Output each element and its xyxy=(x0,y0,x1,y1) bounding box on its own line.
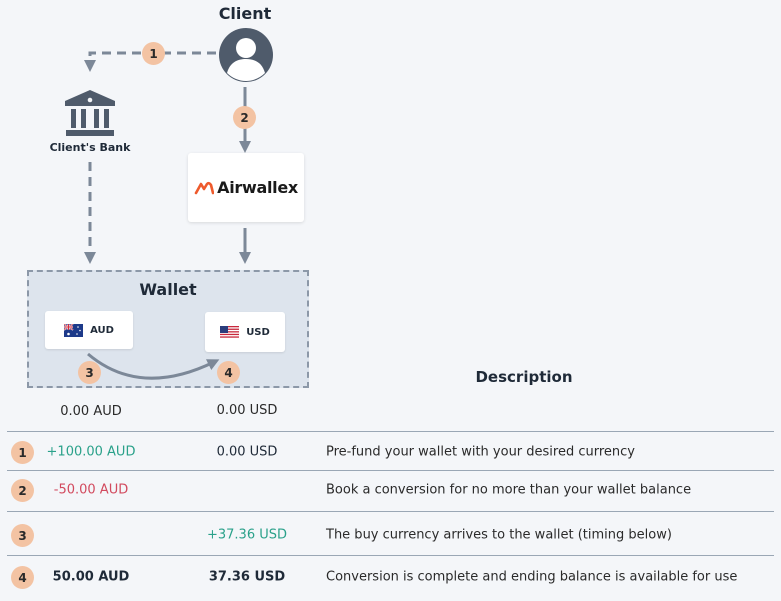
table-row: 2 -50.00 AUD Book a conversion for no mo… xyxy=(0,474,781,506)
table-top-divider xyxy=(7,431,774,432)
row-description: Book a conversion for no more than your … xyxy=(326,482,692,498)
row-step-badge: 3 xyxy=(11,524,34,547)
row-aud-value: -50.00 AUD xyxy=(53,482,129,498)
table-row: 3 +37.36 USD The buy currency arrives to… xyxy=(0,519,781,551)
airwallex-card: Airwallex xyxy=(188,153,304,222)
aud-currency-card: AUD xyxy=(45,311,133,349)
bank-label: Client's Bank xyxy=(49,141,131,154)
row-usd-value: 0.00 USD xyxy=(216,444,278,460)
row-step-badge: 1 xyxy=(11,441,34,464)
starting-balance-aud: 0.00 AUD xyxy=(60,404,122,419)
row-description: The buy currency arrives to the wallet (… xyxy=(326,527,672,543)
step-badge-3: 3 xyxy=(78,361,101,384)
airwallex-logo-icon xyxy=(194,181,215,194)
step-badge-4: 4 xyxy=(217,361,240,384)
starting-balance-usd: 0.00 USD xyxy=(216,403,278,418)
row-step-badge: 2 xyxy=(11,479,34,502)
wallet-label: Wallet xyxy=(139,280,197,299)
row-description: Pre-fund your wallet with your desired c… xyxy=(326,444,636,460)
row-description: Conversion is complete and ending balanc… xyxy=(326,569,738,585)
row-aud-value: +100.00 AUD xyxy=(46,444,136,460)
table-divider xyxy=(7,511,774,512)
table-divider xyxy=(7,470,774,471)
description-header: Description xyxy=(475,368,573,386)
step-badge-1: 1 xyxy=(142,42,165,65)
airwallex-name: Airwallex xyxy=(217,178,298,197)
table-row: 1 +100.00 AUD 0.00 USD Pre-fund your wal… xyxy=(0,436,781,468)
australia-flag-icon xyxy=(64,323,84,337)
row-aud-value: 50.00 AUD xyxy=(52,569,130,585)
aud-label: AUD xyxy=(90,324,114,336)
user-icon xyxy=(219,28,273,82)
row-usd-value: +37.36 USD xyxy=(206,527,288,543)
table-row: 4 50.00 AUD 37.36 USD Conversion is comp… xyxy=(0,561,781,593)
usa-flag-icon xyxy=(220,325,240,339)
table-divider xyxy=(7,555,774,556)
step-badge-2: 2 xyxy=(233,106,256,129)
connector-client-to-bank xyxy=(84,51,216,72)
client-label: Client xyxy=(218,4,272,23)
usd-label: USD xyxy=(246,326,270,338)
bank-icon xyxy=(65,90,115,136)
row-step-badge: 4 xyxy=(11,566,34,589)
usd-currency-card: USD xyxy=(205,312,285,352)
row-usd-value: 37.36 USD xyxy=(208,569,286,585)
